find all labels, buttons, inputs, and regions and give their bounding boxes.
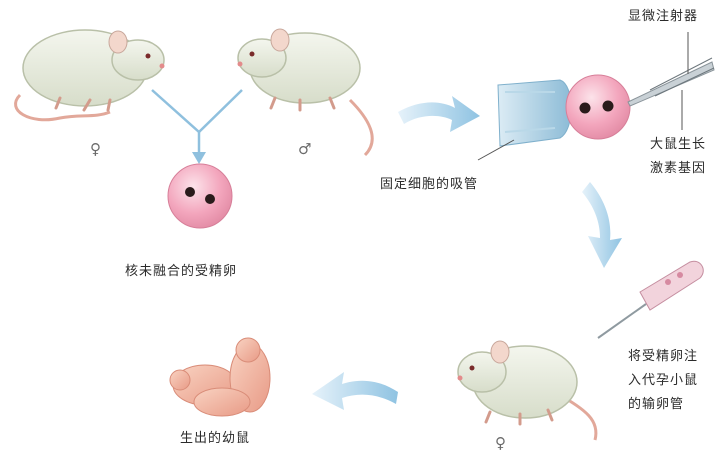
male-symbol: ♂	[298, 140, 311, 158]
mating-lines	[152, 90, 242, 164]
label-offspring: 生出的幼鼠	[180, 430, 250, 448]
label-holding-pipette: 固定细胞的吸管	[380, 176, 478, 194]
label-transfer-2: 入代孕小鼠	[628, 372, 698, 390]
female-mouse	[16, 30, 165, 120]
newborn-pups	[170, 338, 270, 416]
female-symbol-top: ♀	[90, 140, 101, 158]
surrogate-mouse	[458, 341, 596, 440]
fertilized-egg-cell	[168, 164, 232, 228]
label-transfer-3: 的输卵管	[628, 396, 684, 414]
arrow-to-offspring	[312, 372, 398, 410]
label-transfer-1: 将受精卵注	[628, 348, 698, 366]
female-symbol-bottom: ♀	[495, 434, 506, 452]
arrow-to-injection	[398, 96, 480, 132]
injected-egg-cell	[566, 75, 630, 139]
holding-pipette	[498, 80, 571, 146]
arrow-to-transfer	[582, 182, 622, 268]
microinjector-needle	[628, 58, 714, 106]
label-fertilized-egg: 核未融合的受精卵	[125, 263, 237, 281]
label-growth-gene-2: 激素基因	[650, 160, 706, 178]
male-mouse	[238, 29, 373, 155]
transfer-syringe	[598, 261, 703, 338]
pipette-pointer-line	[478, 140, 514, 160]
label-microinjector: 显微注射器	[628, 8, 698, 26]
label-growth-gene-1: 大鼠生长	[650, 136, 706, 154]
